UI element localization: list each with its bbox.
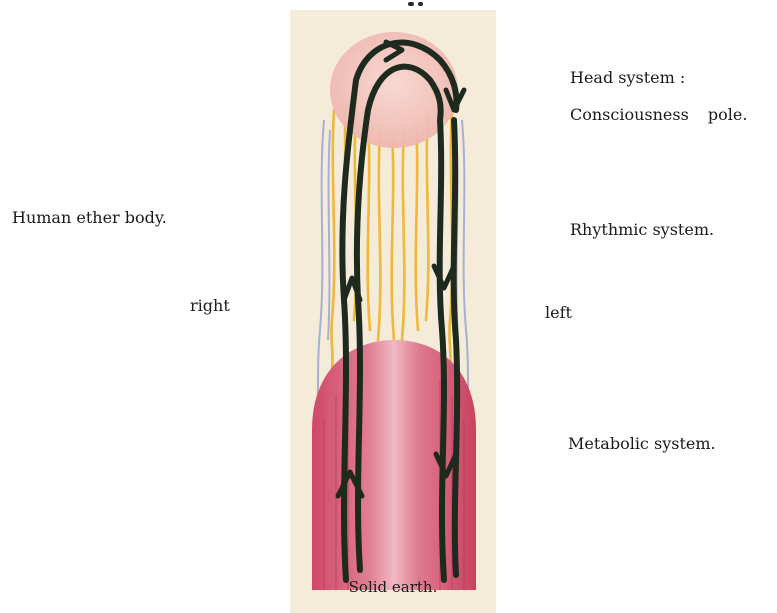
human-ether-body-label: Human ether body. xyxy=(12,208,167,227)
metabolic-system-label: Metabolic system. xyxy=(568,434,716,453)
rhythmic-system-label: Rhythmic system. xyxy=(570,220,714,239)
consciousness-pole-label: Consciousness pole. xyxy=(570,105,747,124)
right-label: right xyxy=(190,296,230,315)
solid-earth-caption: Solid earth. xyxy=(290,578,496,596)
head-system-label: Head system : xyxy=(570,68,685,87)
ether-body-diagram xyxy=(290,10,496,613)
left-label: left xyxy=(545,303,572,322)
cropped-title-remnant xyxy=(300,0,430,6)
